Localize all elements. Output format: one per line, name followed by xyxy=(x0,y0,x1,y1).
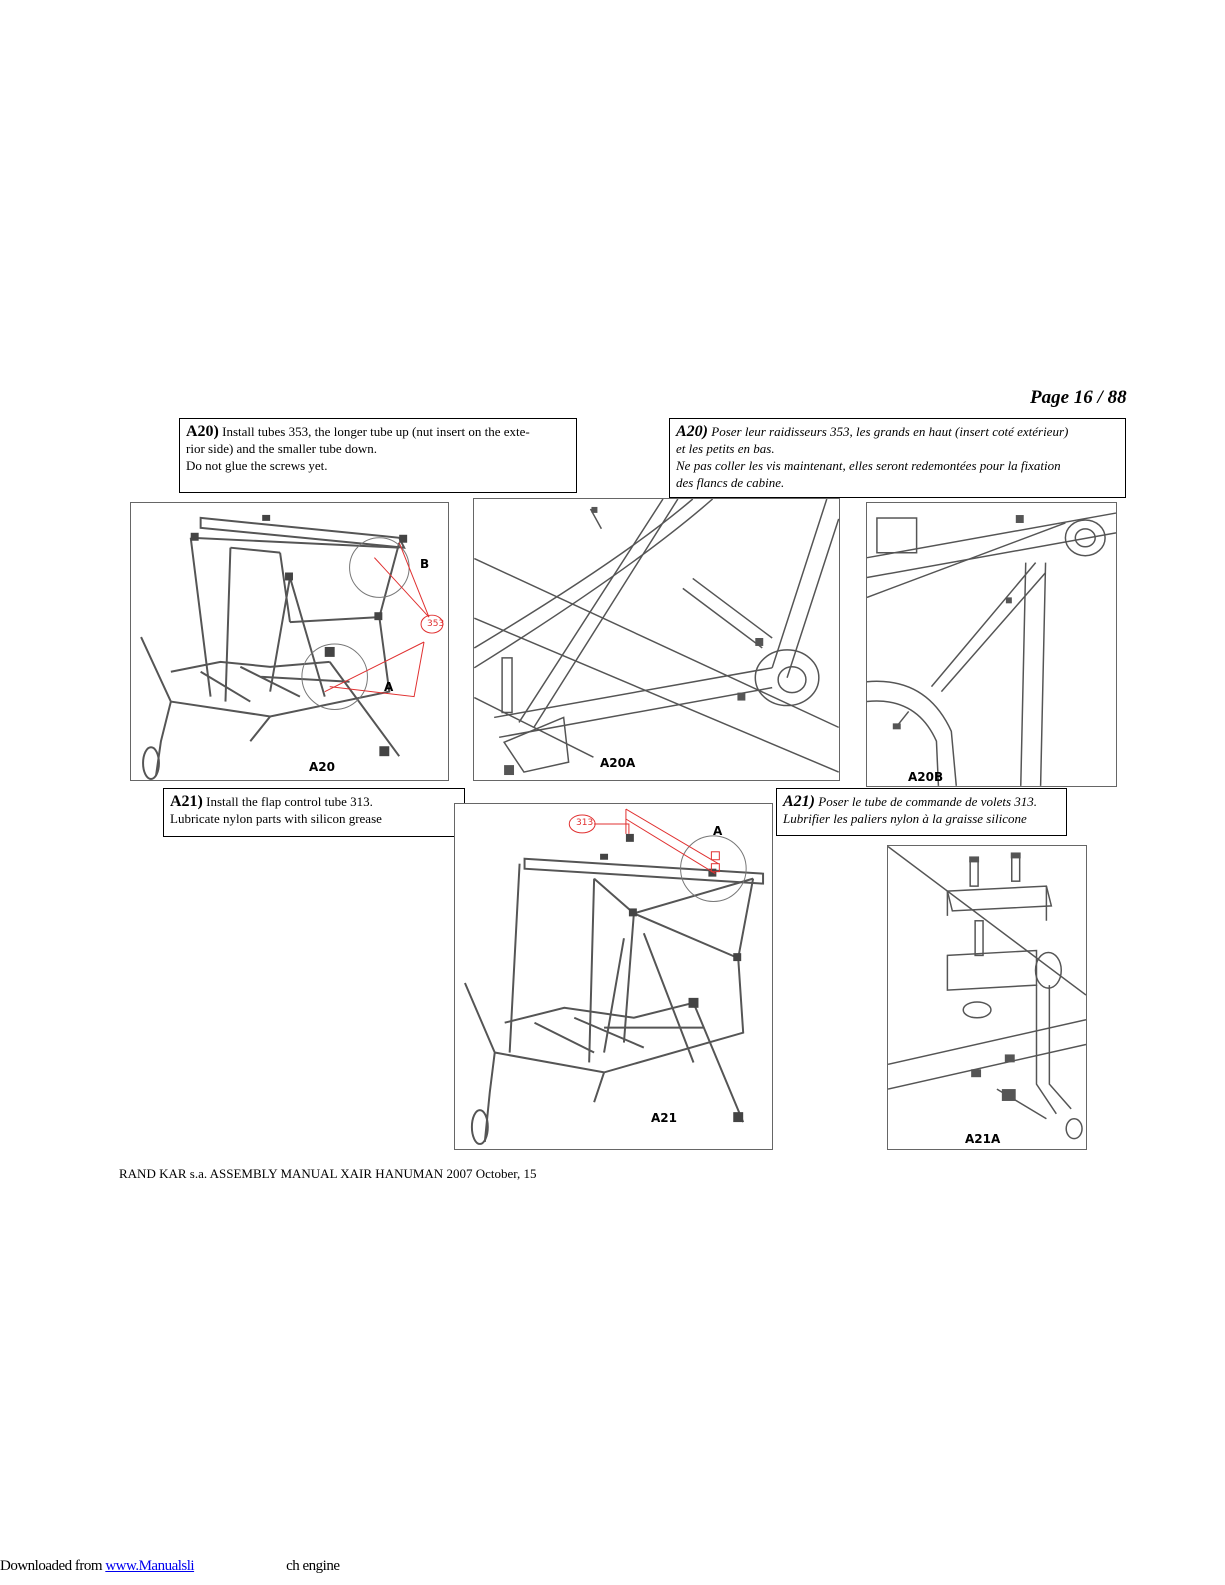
note-text: et les petits en bas. xyxy=(676,441,775,456)
figure-a20a: A20A xyxy=(473,498,840,781)
note-a21-french: A21) Poser le tube de commande de volets… xyxy=(776,788,1067,836)
figure-label: A20 xyxy=(309,760,335,774)
note-text: Install tubes 353, the longer tube up (n… xyxy=(222,424,530,439)
callout-b: B xyxy=(420,557,430,571)
note-text: des flancs de cabine. xyxy=(676,475,785,490)
note-text: Poser le tube de commande de volets 313. xyxy=(818,794,1038,809)
detail-drawing-a20a xyxy=(474,499,839,776)
download-source: Downloaded from www.Manualsli ch engine xyxy=(0,1558,340,1575)
part-ref-353: 353 xyxy=(427,619,445,629)
figure-label: A21 xyxy=(651,1111,677,1125)
figure-a20b: A20B xyxy=(866,502,1117,787)
note-a20-french: A20) Poser leur raidisseurs 353, les gra… xyxy=(669,418,1126,498)
part-ref-313: 313 xyxy=(576,818,594,828)
frame-drawing-a20 xyxy=(140,514,444,780)
figure-a20: 353 B A A20 xyxy=(130,502,449,781)
note-text: rior side) and the smaller tube down. xyxy=(186,441,377,456)
download-prefix: Downloaded from xyxy=(0,1558,106,1574)
note-text: Do not glue the screws yet. xyxy=(186,458,328,473)
figure-label: A20A xyxy=(600,756,636,770)
page-footer: RAND KAR s.a. ASSEMBLY MANUAL XAIR HANUM… xyxy=(119,1166,537,1181)
step-number: A21) xyxy=(783,793,815,810)
step-number: A21) xyxy=(170,793,203,810)
step-number: A20) xyxy=(186,423,219,440)
frame-drawing-a21 xyxy=(464,808,765,1145)
note-a20-english: A20) Install tubes 353, the longer tube … xyxy=(179,418,577,493)
figure-label: A21A xyxy=(965,1132,1001,1146)
figure-label: A20B xyxy=(908,770,944,784)
note-text: Lubrifier les paliers nylon à la graisse… xyxy=(783,811,1027,826)
detail-drawing-a20b xyxy=(867,512,1116,786)
figure-a21a: A21A xyxy=(887,845,1087,1150)
note-text: Lubricate nylon parts with silicon greas… xyxy=(170,811,382,826)
download-suffix: ch engine xyxy=(286,1558,340,1574)
callout-a: A xyxy=(713,824,723,838)
detail-drawing-a21a xyxy=(888,846,1086,1140)
note-text: Poser leur raidisseurs 353, les grands e… xyxy=(711,424,1069,439)
note-text: Ne pas coller les vis maintenant, elles … xyxy=(676,458,1061,473)
callout-a: A xyxy=(384,680,394,694)
step-number: A20) xyxy=(676,423,708,440)
manualslib-link[interactable]: www.Manualsli xyxy=(105,1558,195,1574)
note-text: Install the flap control tube 313. xyxy=(206,794,373,809)
figure-a21: 313 A A21 xyxy=(454,803,773,1150)
page-number: Page 16 / 88 xyxy=(1030,387,1127,408)
note-a21-english: A21) Install the flap control tube 313. … xyxy=(163,788,465,837)
